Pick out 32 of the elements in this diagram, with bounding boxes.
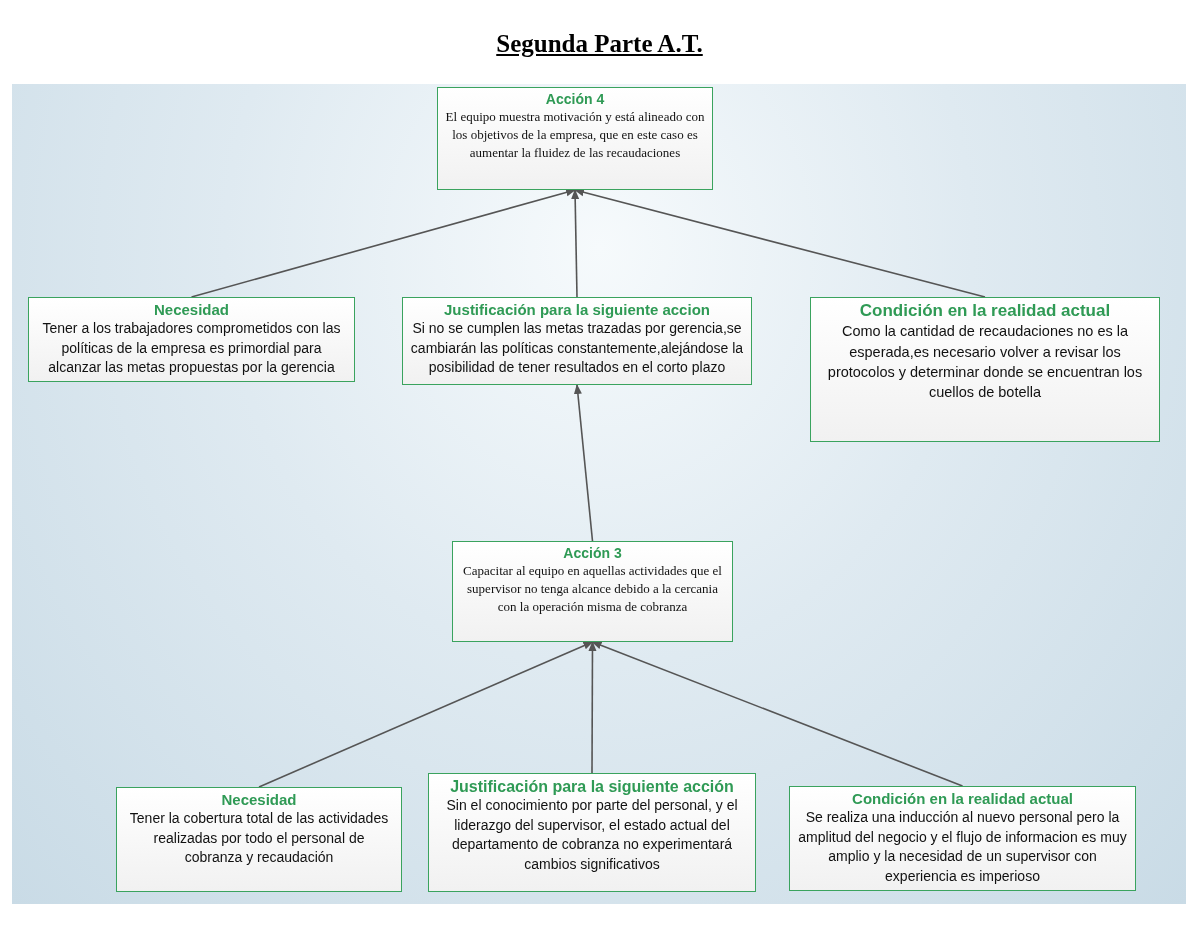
box-heading: Acción 3 [562,545,623,562]
box-text: Se realiza una inducción al nuevo personal pero la amplitud del negocio y el flujo de informacion es muy amplio y la necesidad de un supervisor con experiencia es imperioso [797,808,1128,886]
text-box [437,87,713,190]
box-heading: Necesidad [220,791,298,809]
arrow [573,384,594,542]
box-text: Tener a los trabajadores comprometidos con las políticas de la empresa es primordial para alcanzar las metas propuestas por la gerencia [41,319,342,378]
text-box [428,773,756,892]
arrow [591,641,964,787]
box-heading: Acción 4 [544,91,606,108]
text-box [789,786,1136,891]
box-text: Como la cantidad de recaudaciones no es la esperada,es necesario volver a revisar los protocolos y determinar donde se encuentran los cuellos de botella [826,322,1144,403]
box-heading: Condición en la realidad actual [858,301,1112,322]
arrow [190,188,576,298]
box-text: Si no se cumplen las metas trazadas por gerencia,se cambiarán las políticas constantemente,alejándose la posibilidad de tener resultados en el corto plazo [409,319,745,378]
text-box [28,297,355,382]
box-heading: Justificación para la siguiente accion [443,301,711,319]
arrow [588,641,597,774]
box-heading: Necesidad [152,301,230,319]
box-heading: Justificación para la siguiente acción [449,777,735,797]
box-text: Tener la cobertura total de las actividades realizadas por todo el personal de cobranza y recaudación [128,809,390,868]
box-text: Sin el conocimiento por parte del personal, y el liderazgo del supervisor, el estado actual del departamento de cobranza no experimentará cambios significativos [445,796,739,874]
box-text: El equipo muestra motivación y está alineado con los objetivos de la empresa, que en este caso es aumentar la fluidez de las recaudaciones [444,107,706,163]
text-box [452,541,733,642]
text-box [810,297,1160,442]
box-text: Capacitar al equipo en aquellas actividades que el supervisor no tenga alcance debido a la cercania con la operación misma de cobranza [462,561,723,617]
text-box [402,297,752,385]
diagram-title: Segunda Parte A.T. [495,30,704,58]
arrow [258,641,594,788]
text-box [116,787,402,892]
box-heading: Condición en la realidad actual [851,790,1074,808]
arrow [574,188,986,298]
arrow [571,189,580,298]
